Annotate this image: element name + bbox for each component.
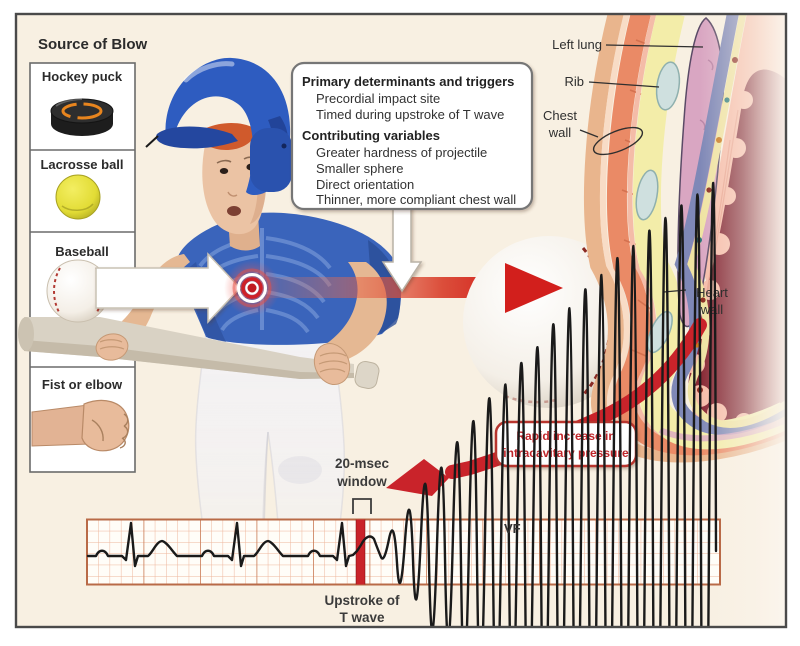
window-label-line2: window: [336, 474, 387, 489]
window-bracket: [352, 498, 372, 514]
determinants-heading-contributing: Contributing variables: [302, 128, 440, 143]
figure-frame-border: [14, 12, 788, 629]
chest-wall-leader: [579, 129, 599, 138]
upstroke-label-line1: Upstroke of: [324, 593, 400, 608]
contributing-item-1: Greater hardness of projectile: [316, 145, 487, 160]
determinants-primary-item-1: Precordial impact site: [316, 91, 440, 106]
rib-leader: [588, 81, 660, 88]
contributing-item-4: Thinner, more compliant chest wall: [316, 192, 516, 207]
impact-target: [224, 260, 280, 316]
baseball-stitches: [581, 247, 612, 395]
left-lung-label: Left lung: [552, 37, 602, 52]
t-wave-window-band: [356, 519, 365, 585]
helmet-bill: [156, 126, 238, 149]
rib-label: Rib: [564, 74, 584, 89]
window-label-line1: 20-msec: [335, 456, 390, 471]
contributing-item-2: Smaller sphere: [316, 161, 403, 176]
determinants-box: Primary determinants and triggers Precor…: [290, 61, 534, 211]
bat-knob: [354, 360, 380, 390]
source-of-blow-panel: Source of Blow Hockey puck Lacrosse ball…: [29, 36, 148, 473]
helmet-ear-flap: [250, 128, 292, 192]
determinants-primary-item-2: Timed during upstroke of T wave: [316, 107, 504, 122]
ecg-strip: VF: [86, 181, 721, 627]
upstroke-label-line2: T wave: [339, 610, 385, 625]
vf-label: VF: [504, 521, 521, 536]
impact-arrowhead: [505, 263, 563, 313]
chest-wall-label-line1: Chest: [543, 108, 577, 123]
ecg-annotations: 20-msec window Upstroke of T wave: [324, 456, 400, 625]
left-lung-leader: [605, 44, 704, 48]
source-panel-title: Source of Blow: [38, 36, 148, 53]
baseball-icon: [46, 259, 110, 323]
hockey-puck-label: Hockey puck: [42, 69, 123, 84]
lacrosse-ball-label: Lacrosse ball: [40, 157, 123, 172]
batting-helmet: [145, 57, 292, 196]
determinants-pointer-arrow: [381, 202, 423, 293]
baseball-panel-label: Baseball: [55, 244, 108, 259]
contributing-item-3: Direct orientation: [316, 177, 414, 192]
blow-direction-arrow: [95, 252, 242, 324]
face: [202, 132, 266, 235]
lacrosse-ball-icon: [55, 174, 101, 220]
chest-wall-label-line2: wall: [548, 125, 572, 140]
fist-icon: [31, 399, 130, 452]
impact-energy-band: [252, 277, 506, 298]
hockey-puck-icon: [50, 98, 114, 136]
ecg-trace: [86, 181, 718, 627]
anatomy-labels: Left lung Rib Chest wall Heart wall: [543, 37, 728, 317]
fist-label: Fist or elbow: [42, 377, 123, 392]
chest-wall-ellipse: [592, 126, 644, 156]
determinants-heading-primary: Primary determinants and triggers: [302, 74, 514, 89]
